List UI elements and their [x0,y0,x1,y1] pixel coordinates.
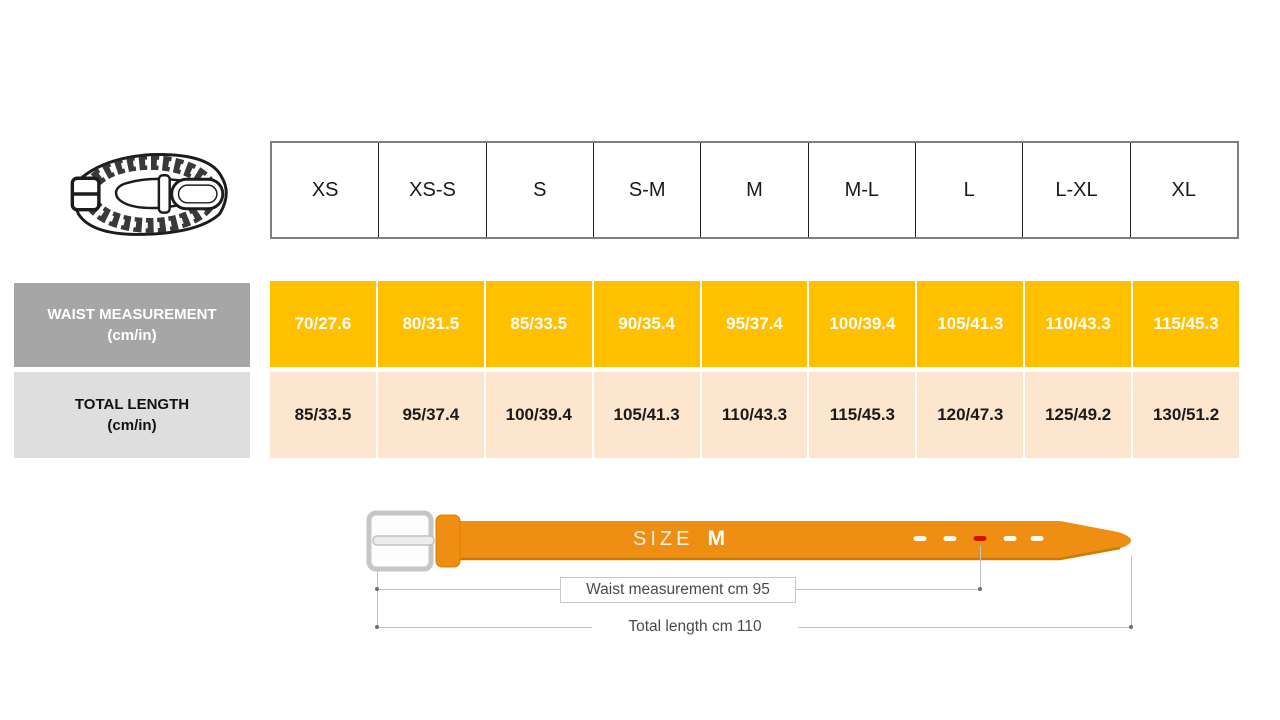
row-label-text: TOTAL LENGTH [74,396,190,413]
length-value-cell: 105/41.3 [593,372,700,458]
length-annotation: Total length cm 110 [592,616,798,638]
waist-value-cell: 110/43.3 [1025,281,1132,367]
waist-annotation-box: Waist measurement cm 95 [560,577,796,603]
length-value-cell: 110/43.3 [701,372,808,458]
waist-value-cell: 80/31.5 [377,281,484,367]
length-value-cell: 125/49.2 [1025,372,1132,458]
belt-diagram [366,510,1131,572]
illustration-belt-tip [170,177,225,211]
row-label-text: WAIST MEASUREMENT [47,306,217,323]
line-endpoint-dot [375,587,379,591]
belt-hole [913,536,927,541]
belt-hole [1030,536,1044,541]
size-value: M [707,527,725,550]
belt-hole-selected [973,536,987,541]
waist-annotation-text: Waist measurement cm 95 [586,581,770,598]
buckle-guide-line [377,570,378,627]
size-header-cell: M-L [807,143,915,237]
buckle-prong [372,535,435,546]
waist-measurement-row: 70/27.6 80/31.5 85/33.5 90/35.4 95/37.4 … [270,281,1240,367]
waist-value-cell: 105/41.3 [917,281,1024,367]
size-header-cell: S-M [592,143,700,237]
belt-keeper [435,514,461,568]
length-value-cell: 115/45.3 [809,372,916,458]
size-header-cell: L-XL [1022,143,1129,237]
total-length-row: 85/33.5 95/37.4 100/39.4 105/41.3 110/43… [270,372,1240,458]
waist-value-cell: 90/35.4 [593,281,700,367]
waist-value-cell: 115/45.3 [1133,281,1240,367]
row-label-unit: (cm/in) [107,417,157,434]
waist-value-cell: 100/39.4 [809,281,916,367]
size-header-cell: XS [311,178,339,201]
size-header-table: XS XS-S S S-M M M-L L L-XL XL [270,141,1239,239]
belt-size-text: SIZE M [633,527,725,551]
size-word: SIZE [633,528,694,550]
size-header-cell: XL [1129,143,1237,237]
length-value-cell: 100/39.4 [485,372,592,458]
size-header-cell: XS-S [378,143,485,237]
waist-value-cell: 85/33.5 [485,281,592,367]
belt-hole [1003,536,1017,541]
belt-hole [943,536,957,541]
size-header-cell: M [700,143,807,237]
row-label-unit: (cm/in) [107,327,157,344]
line-endpoint-dot [978,587,982,591]
size-header-cell: S [485,143,593,237]
line-endpoint-dot [1129,625,1133,629]
length-value-cell: 130/51.2 [1133,372,1240,458]
hole-guide-line [980,546,981,589]
length-value-cell: 120/47.3 [917,372,1024,458]
belt-strap [438,521,1131,559]
size-header-cell: L [914,143,1022,237]
length-value-cell: 85/33.5 [270,372,376,458]
length-annotation-text: Total length cm 110 [628,618,762,635]
tip-guide-line [1131,556,1132,627]
waist-value-cell: 70/27.6 [270,281,376,367]
braided-belt-icon [70,153,228,236]
waist-value-cell: 95/37.4 [701,281,808,367]
length-value-cell: 95/37.4 [377,372,484,458]
line-endpoint-dot [375,625,379,629]
total-length-row-label: TOTAL LENGTH (cm/in) [14,372,250,458]
waist-measurement-row-label: WAIST MEASUREMENT (cm/in) [14,283,250,367]
